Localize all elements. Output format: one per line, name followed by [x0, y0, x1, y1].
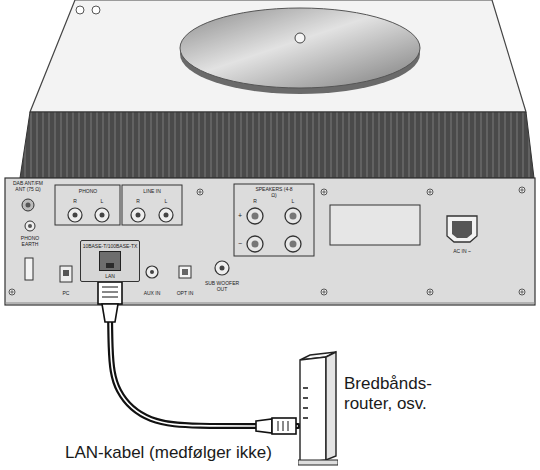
polarity-label: −	[236, 240, 244, 248]
router-led	[303, 407, 308, 409]
rj45-plug	[256, 418, 296, 434]
screw	[321, 289, 327, 295]
channel-label: R	[71, 199, 79, 205]
router-led	[303, 397, 308, 399]
rj45-socket	[99, 251, 121, 271]
rca-jack	[159, 208, 173, 222]
slot	[25, 258, 33, 280]
channel-label: L	[98, 199, 106, 205]
blank-plate	[330, 205, 420, 245]
screw	[427, 189, 433, 195]
cable-core	[110, 282, 298, 426]
speakers-label: SPEAKERS (4-8 Ω)	[254, 187, 294, 198]
antenna-pin	[26, 203, 31, 208]
earth-label: PHONO EARTH	[17, 236, 43, 247]
subwoofer-label: SUB WOOFER OUT	[204, 281, 240, 292]
aux-pin	[150, 270, 154, 274]
binding-post	[247, 236, 263, 252]
cable-label: LAN-kabel (medfølger ikke)	[65, 443, 272, 463]
screw	[427, 289, 433, 295]
router-label: Bredbånds-router, osv.	[344, 374, 464, 414]
aux-label: AUX IN	[140, 291, 164, 297]
line-in-frame	[122, 185, 182, 225]
rca-jack	[131, 208, 145, 222]
router-side	[326, 352, 336, 460]
rca-pin	[164, 213, 169, 218]
subwoofer-jack	[215, 261, 229, 275]
panel-edge	[5, 303, 535, 304]
phono-frame	[55, 185, 120, 225]
earth-screw	[28, 224, 32, 228]
ac-socket	[447, 216, 477, 242]
antenna-jack	[22, 199, 34, 211]
lan-cable	[110, 282, 298, 426]
channel-label: R	[134, 199, 142, 205]
lan-port: 10BASE-T/100BASE-TX LAN	[80, 240, 141, 282]
port-spec: 10BASE-T/100BASE-TX	[83, 243, 138, 249]
subwoofer-pin	[220, 266, 225, 271]
ac-socket-inner	[452, 221, 472, 238]
binding-post-core	[252, 241, 259, 248]
router-front	[300, 357, 326, 463]
pc-label: PC	[59, 291, 73, 297]
router-led	[303, 417, 308, 419]
antenna-label: DAB ANT/FM ANT (75 Ω)	[8, 181, 48, 192]
heat-sink	[20, 112, 534, 178]
speaker-frame	[234, 184, 314, 256]
pc-port-inner	[63, 270, 69, 276]
lan-cable-group	[98, 282, 298, 434]
polarity-label: +	[236, 212, 244, 220]
router-led	[303, 387, 308, 389]
port-name: LAN	[83, 273, 138, 279]
broadband-router: Bredbånds-router, osv.	[298, 350, 464, 466]
pc-port	[60, 266, 72, 282]
rca-pin	[73, 213, 78, 218]
rj45-plug	[98, 282, 122, 322]
aux-jack	[146, 266, 158, 278]
earth-terminal	[25, 221, 35, 231]
screw	[321, 189, 327, 195]
router-foot	[298, 460, 338, 465]
router-outline	[298, 350, 338, 466]
optical-label: OPT IN	[173, 291, 197, 297]
channel-label: L	[289, 199, 297, 205]
top-hole	[76, 6, 84, 14]
optical-inner	[182, 269, 188, 275]
line-in-label: LINE IN	[137, 189, 167, 195]
rca-pin	[136, 213, 141, 218]
ac-in-label: AC IN ~	[447, 249, 477, 255]
binding-post-core	[290, 241, 297, 248]
top-disc	[180, 8, 420, 88]
rca-pin	[100, 213, 105, 218]
top-plate	[30, 0, 526, 112]
socket-notch	[106, 263, 114, 268]
top-hole	[92, 6, 100, 14]
router-body	[298, 350, 338, 466]
screw	[519, 289, 525, 295]
optical-port	[179, 266, 191, 278]
channel-label: R	[251, 199, 259, 205]
binding-post	[247, 208, 263, 224]
channel-label: L	[162, 199, 170, 205]
binding-post-core	[290, 213, 297, 220]
screw	[519, 187, 525, 193]
rca-jack	[68, 208, 82, 222]
rear-panel	[5, 178, 535, 305]
screw	[197, 189, 203, 195]
disc-center	[295, 33, 305, 43]
binding-post	[285, 236, 301, 252]
phono-label: PHONO	[73, 189, 103, 195]
screw	[9, 289, 15, 295]
binding-post	[285, 208, 301, 224]
binding-post-core	[252, 213, 259, 220]
rca-jack	[95, 208, 109, 222]
